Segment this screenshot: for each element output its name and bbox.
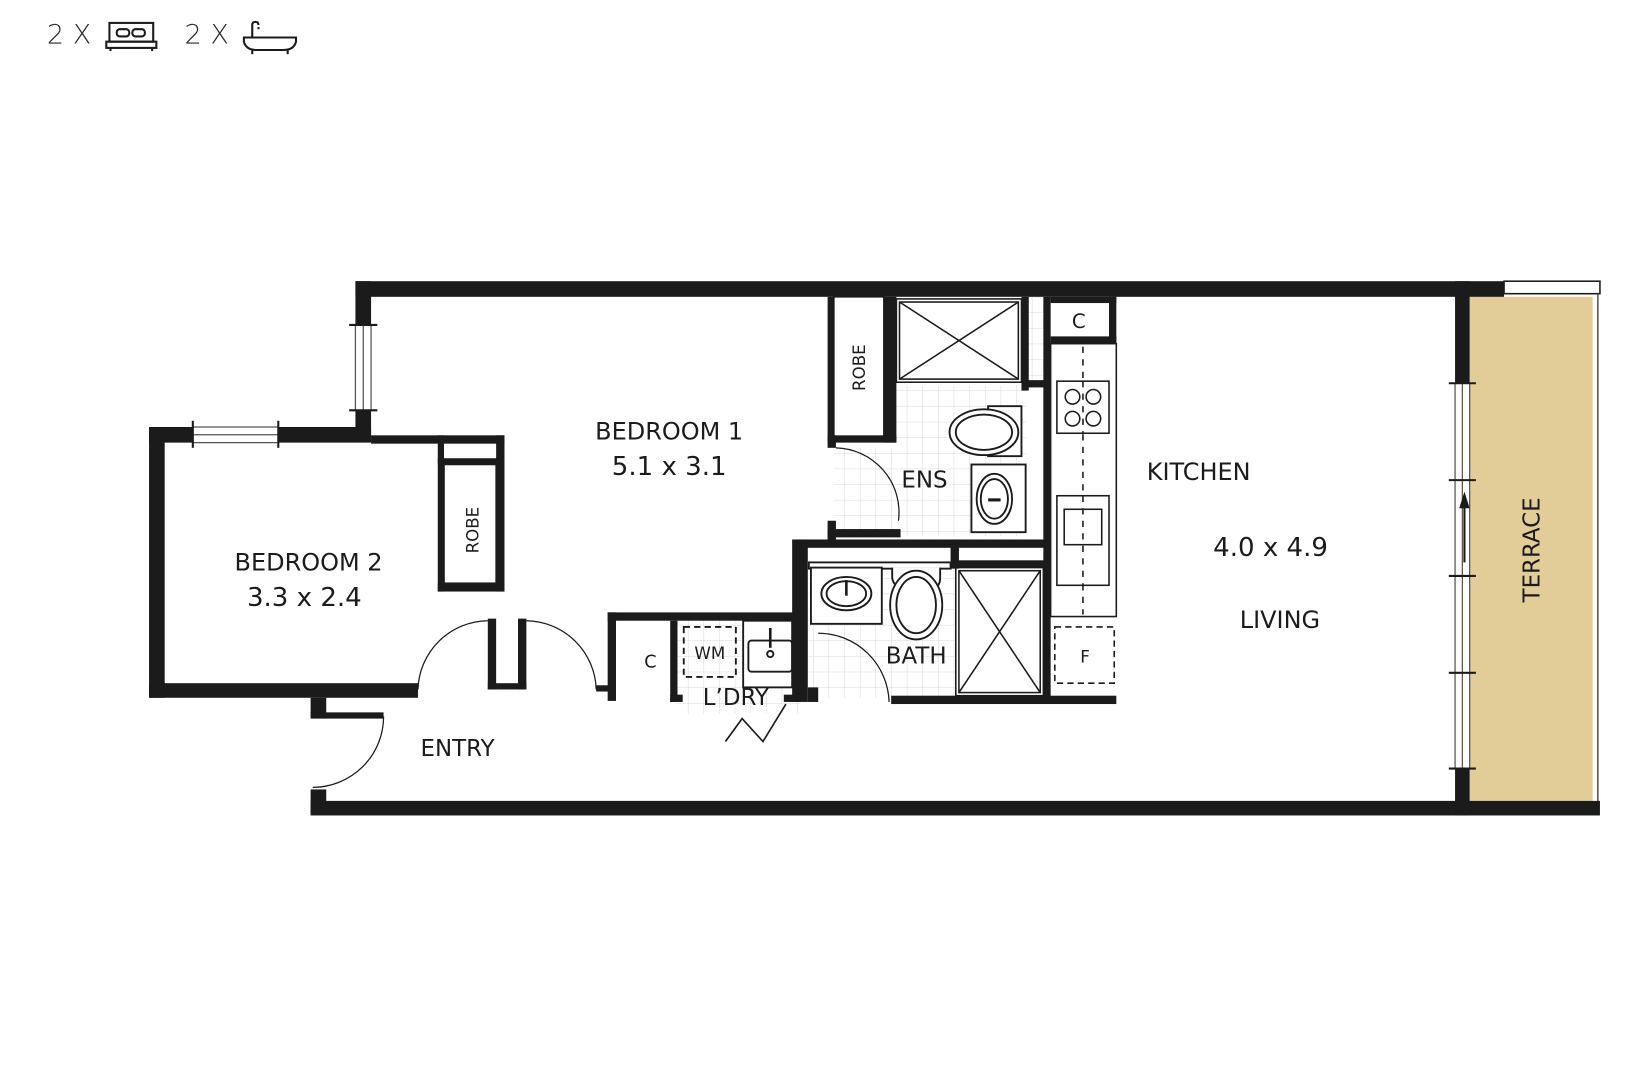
door-ensuite xyxy=(835,447,900,521)
arrow-up-icon xyxy=(1459,491,1470,563)
bed-icon xyxy=(105,21,158,52)
sliding-door-terrace xyxy=(1448,382,1476,770)
bath-fixtures xyxy=(807,561,952,641)
bedroom1-dims: 5.1 x 3.1 xyxy=(612,452,727,482)
basin-icon xyxy=(820,576,873,612)
doors xyxy=(312,447,900,788)
toilet-icon xyxy=(889,569,944,641)
robe2-label: ROBE xyxy=(463,507,482,554)
basin-icon xyxy=(975,472,1014,525)
cooktop-icon xyxy=(1056,380,1110,435)
kitchen-cupboard-label: C xyxy=(1072,310,1086,333)
door-bath xyxy=(818,632,890,702)
robes xyxy=(443,296,885,585)
labels: BEDROOM 1 5.1 x 3.1 BEDROOM 2 3.3 x 2.4 … xyxy=(235,310,1328,762)
terrace: TERRACE xyxy=(1469,280,1601,805)
fridge-label: F xyxy=(1080,647,1090,666)
ensuite-name: ENS xyxy=(901,467,947,493)
walls xyxy=(149,281,1600,816)
bedroom2-dims: 3.3 x 2.4 xyxy=(247,583,362,613)
washing-machine-label: WM xyxy=(694,644,725,663)
kitchen-name: KITCHEN xyxy=(1147,458,1251,486)
bedroom1-name: BEDROOM 1 xyxy=(595,418,743,446)
robe1-label: ROBE xyxy=(850,344,869,391)
fridge-outline xyxy=(1054,626,1116,684)
door-laundry-bifold xyxy=(724,703,787,743)
kitchen-living-dims: 4.0 x 4.9 xyxy=(1213,533,1328,563)
window-bedroom1-left xyxy=(349,323,378,412)
door-bedroom2 xyxy=(417,620,488,690)
door-entry xyxy=(312,716,385,788)
shower-ensuite xyxy=(895,298,1023,383)
kitchen-sink-icon xyxy=(1056,494,1110,587)
laundry-fixtures xyxy=(682,619,794,689)
laundry-name: L’DRY xyxy=(703,685,770,711)
washing-machine-outline xyxy=(682,626,737,678)
window-bedroom2-top xyxy=(191,420,280,448)
bath-name: BATH xyxy=(886,643,947,669)
toilet-icon xyxy=(948,408,1020,457)
kitchen-bench xyxy=(1049,342,1118,684)
bedroom2-name: BEDROOM 2 xyxy=(235,549,383,577)
windows xyxy=(191,323,1476,770)
bathtub-icon xyxy=(242,20,298,55)
shower-bath xyxy=(955,566,1045,697)
bedroom-count: 2 X xyxy=(47,20,91,51)
ensuite-fixtures xyxy=(948,405,1027,534)
living-name: LIVING xyxy=(1240,606,1320,634)
laundry-cupboard-label: C xyxy=(644,653,656,673)
door-bedroom1 xyxy=(526,620,597,690)
entry-name: ENTRY xyxy=(421,736,496,762)
bathroom-count: 2 X xyxy=(184,20,228,51)
terrace-label: TERRACE xyxy=(1519,497,1545,603)
summary-bar: 2 X 2 X xyxy=(47,20,298,55)
